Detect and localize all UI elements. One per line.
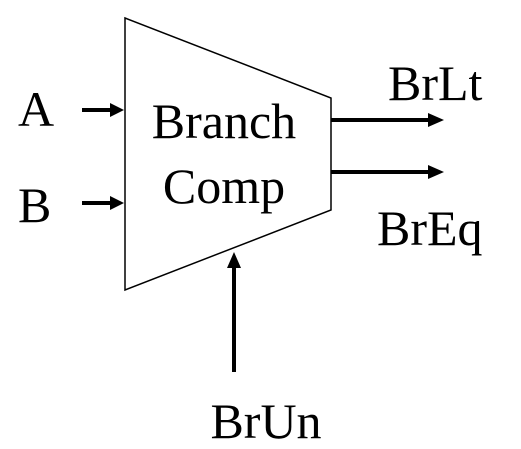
comparator-block [124,16,332,292]
input-arrow-b-head [110,196,124,210]
output-arrow-breq-head [428,165,444,179]
input-arrow-a-head [110,103,124,117]
block-label-line2: Comp [163,158,285,214]
control-label-brun: BrUn [210,393,321,449]
output-label-breq: BrEq [377,200,483,256]
output-label-brlt: BrLt [388,55,483,111]
input-label-a: A [18,81,54,137]
control-arrow-brun-head [227,252,241,268]
output-arrow-brlt-head [428,113,444,127]
input-label-b: B [18,177,51,233]
block-label-line1: Branch [152,93,296,149]
